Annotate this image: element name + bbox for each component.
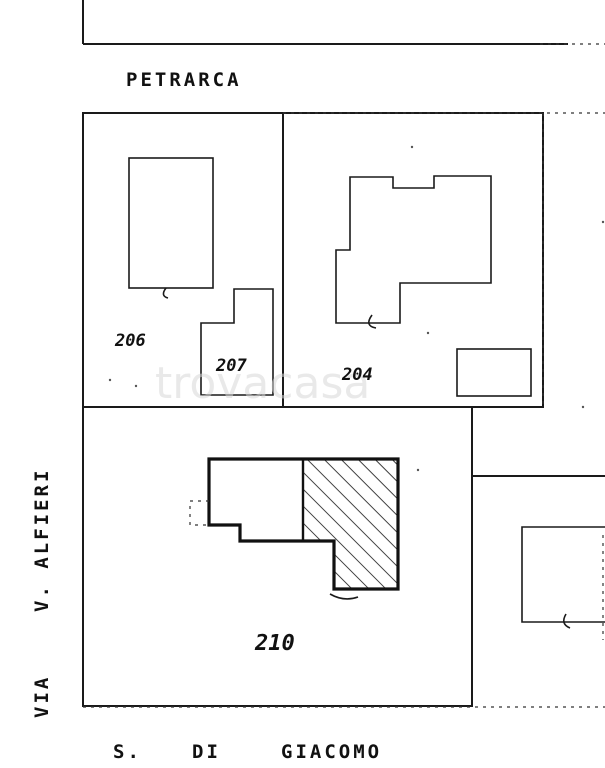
parcel-number-206: 206 (114, 331, 146, 351)
building-206 (128, 157, 214, 289)
parcel-207 (200, 288, 274, 396)
balcony-outline (189, 500, 209, 526)
street-label-s: S. (113, 741, 142, 763)
entrance-marker (329, 593, 359, 600)
parcel-210 (82, 406, 605, 708)
watermark: trovacasa (155, 358, 370, 409)
building-207 (200, 288, 274, 396)
highlighted-unit (301, 457, 400, 591)
annex-204 (456, 348, 532, 397)
survey-dots (108, 145, 605, 472)
entrance-marker (562, 613, 571, 629)
entrance-marker (368, 314, 377, 329)
street-label-via: VIA (31, 675, 53, 718)
street-label-alfieri: V. ALFIERI (31, 468, 53, 612)
street-label-petrarca: PETRARCA (126, 69, 242, 91)
building-right (521, 526, 605, 623)
right-parcels (471, 407, 605, 706)
street-label-giacomo: GIACOMO (281, 741, 382, 763)
street-label-di: DI (192, 741, 221, 763)
building-204 (335, 175, 492, 324)
parcel-number-204: 204 (341, 365, 373, 385)
top-block (82, 0, 605, 45)
entrance-marker (162, 287, 169, 299)
parcel-number-210: 210 (254, 631, 295, 656)
parcel-number-207: 207 (215, 356, 247, 376)
